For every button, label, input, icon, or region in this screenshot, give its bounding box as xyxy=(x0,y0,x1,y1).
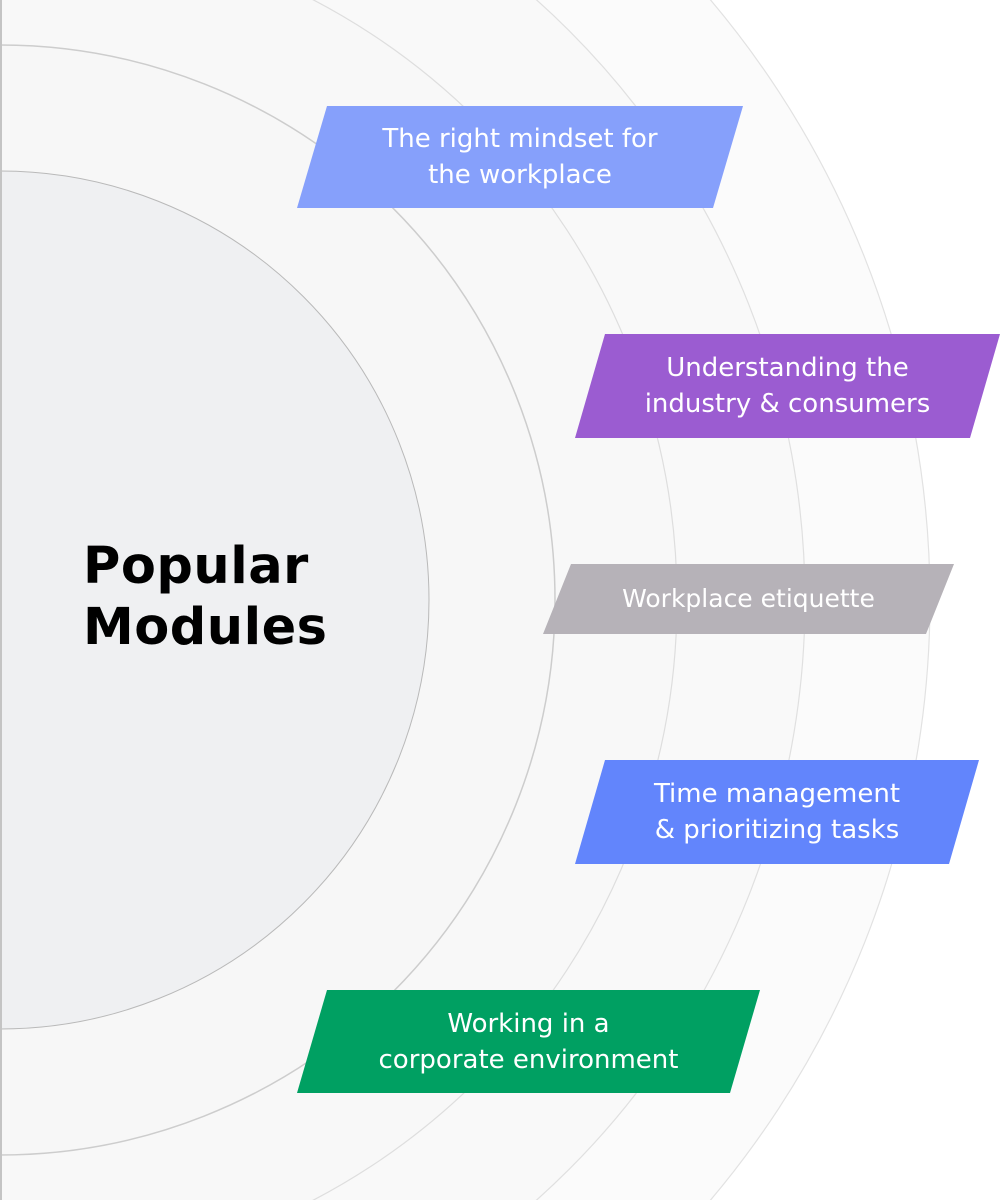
diagram-title: Popular Modules xyxy=(83,536,328,658)
module-tag-industry: Understanding the industry & consumers xyxy=(575,334,1000,438)
module-tag-time-management: Time management & prioritizing tasks xyxy=(575,760,979,864)
module-tag-corporate: Working in a corporate environment xyxy=(297,990,760,1093)
left-edge-line xyxy=(0,0,2,1200)
module-label: The right mindset for the workplace xyxy=(382,124,658,190)
module-label: Workplace etiquette xyxy=(622,584,875,613)
module-tag-mindset: The right mindset for the workplace xyxy=(297,106,743,208)
module-label: Time management & prioritizing tasks xyxy=(653,779,901,845)
title-line-1: Popular xyxy=(83,537,309,596)
center-circle xyxy=(0,170,430,1030)
title-line-2: Modules xyxy=(83,598,328,657)
module-label: Understanding the industry & consumers xyxy=(644,353,931,419)
module-tag-etiquette: Workplace etiquette xyxy=(543,564,954,634)
module-label: Working in a corporate environment xyxy=(378,1008,679,1075)
